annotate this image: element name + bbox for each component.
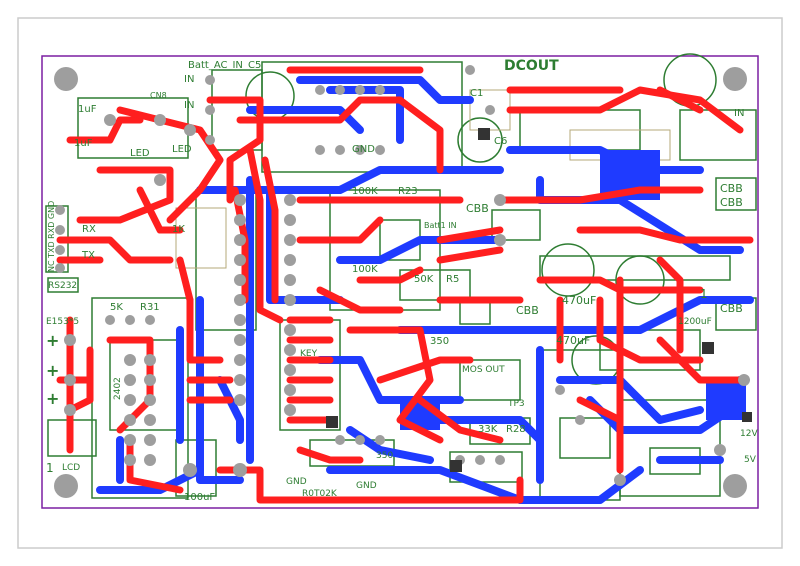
silk-led-2: LED bbox=[172, 144, 192, 155]
silk-c470uf-1: 470uF bbox=[562, 294, 596, 307]
silk-cbb-2: CBB bbox=[516, 304, 539, 317]
silk-uf-2: 1uF bbox=[74, 138, 93, 149]
silk-r100k-1: 100K bbox=[352, 186, 378, 197]
silk-gnd-low: GND bbox=[286, 477, 307, 487]
silk-r31: R31 bbox=[140, 302, 160, 313]
silk-c100uf: 100uF bbox=[184, 492, 215, 503]
silk-r23: R23 bbox=[398, 186, 418, 197]
mounting-hole-tr bbox=[723, 67, 747, 91]
silk-c1200uf: 1200uF bbox=[678, 317, 712, 327]
silk-5v: 5V bbox=[744, 455, 757, 465]
silk-in-right: IN bbox=[734, 108, 744, 119]
mounting-holes bbox=[54, 67, 747, 498]
mounting-hole-tl bbox=[54, 67, 78, 91]
silk-nc-pins: NC TXD RXD GND bbox=[47, 201, 56, 272]
silk-r5k: 5K bbox=[110, 302, 123, 313]
silk-gnd-mid: GND bbox=[352, 144, 375, 155]
silk-r10k: R0T02K bbox=[302, 489, 338, 499]
mounting-hole-br bbox=[723, 474, 747, 498]
bottom-copper-pad-right bbox=[706, 380, 746, 420]
silk-c470uf-2: 470uF bbox=[556, 334, 590, 347]
silk-mos-out: MOS OUT bbox=[462, 365, 505, 375]
silkscreen-labels: Batt_AC_IN C5 IN IN DCOUT C1 C6 CN8 IN 1… bbox=[46, 58, 758, 503]
silk-key: KEY bbox=[300, 349, 318, 359]
silk-one-right: 1 bbox=[700, 287, 708, 301]
silk-r28: R28 bbox=[506, 424, 526, 435]
silk-r1k: 1K bbox=[172, 224, 185, 235]
silk-dcout: DCOUT bbox=[504, 58, 559, 74]
silk-c6: C6 bbox=[494, 136, 507, 147]
svg-text:+: + bbox=[46, 361, 59, 380]
top-copper-traces bbox=[56, 66, 754, 504]
silk-r350-2: 350 bbox=[376, 451, 393, 461]
silk-in-top: IN bbox=[184, 74, 194, 85]
mounting-hole-bl bbox=[54, 474, 78, 498]
silk-r100k-2: 100K bbox=[352, 264, 378, 275]
silk-cbb-right-1: CBB bbox=[720, 182, 743, 195]
silk-in-mid: IN bbox=[184, 100, 194, 111]
through-hole-pads bbox=[55, 65, 750, 486]
silk-c1: C1 bbox=[470, 88, 483, 99]
silk-r33k: 33K bbox=[478, 424, 498, 435]
silk-uf-1: 1uF bbox=[78, 104, 97, 115]
silk-rx: RX bbox=[82, 224, 96, 235]
svg-text:+: + bbox=[46, 331, 59, 350]
overlay-layer bbox=[175, 89, 671, 269]
silk-r50k: 50K bbox=[414, 274, 434, 285]
silk-cbb-right-2: CBB bbox=[720, 196, 743, 209]
silk-tp3: TP3 bbox=[507, 399, 525, 409]
silk-rs232: RS232 bbox=[48, 281, 77, 291]
silk-lcd: LCD bbox=[62, 463, 80, 473]
silk-c5: C5 bbox=[248, 60, 261, 71]
silk-one-lcd: 1 bbox=[46, 461, 54, 475]
silk-gnd-low2: GND bbox=[356, 481, 377, 491]
silk-led-1: LED bbox=[130, 148, 150, 159]
smd-pads bbox=[326, 128, 752, 472]
silk-12v: 12V bbox=[740, 429, 758, 439]
svg-text:+: + bbox=[46, 389, 59, 408]
silk-batt-in: Batt1 IN bbox=[424, 221, 457, 230]
silk-r5: R5 bbox=[446, 274, 459, 285]
silk-ic-2402: 2402 bbox=[113, 377, 123, 400]
silk-cbb-1: CBB bbox=[466, 202, 489, 215]
polarity-marks: + + + bbox=[46, 331, 59, 408]
silk-cn8: CN8 bbox=[150, 91, 167, 100]
silk-tx: TX bbox=[81, 250, 95, 261]
silk-cbb-right-3: CBB bbox=[720, 302, 743, 315]
silk-e153: E153*5 bbox=[46, 317, 79, 327]
silk-r350: 350 bbox=[430, 336, 449, 347]
silk-batt-ac-in: Batt_AC_IN bbox=[188, 60, 243, 71]
